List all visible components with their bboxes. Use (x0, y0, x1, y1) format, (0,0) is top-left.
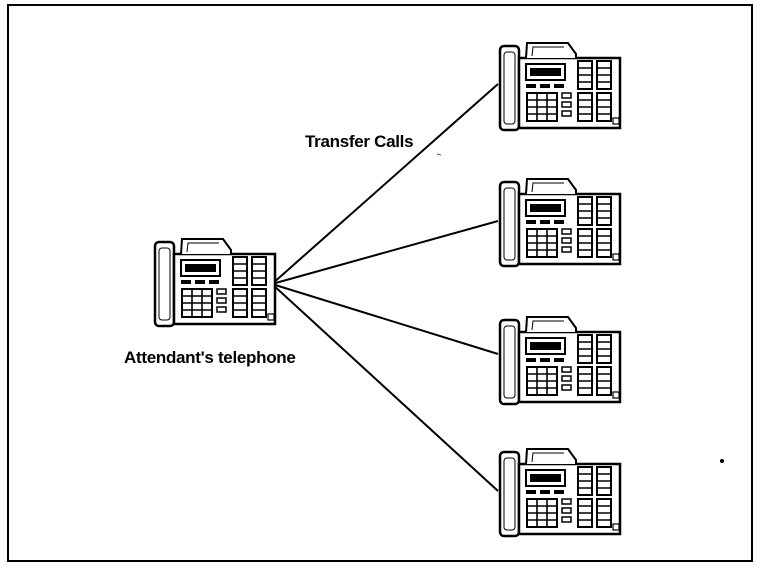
scan-mark (436, 153, 442, 156)
attendant-telephone-icon (153, 237, 277, 328)
attendant-telephone-label: Attendant's telephone (124, 348, 296, 367)
telephone-icon-2 (498, 177, 622, 268)
connection-line-1 (271, 83, 499, 285)
connection-line-2 (271, 220, 499, 285)
telephone-icon-3 (498, 315, 622, 406)
scan-dot (720, 459, 724, 463)
telephone-icon-1 (498, 41, 622, 132)
diagram-frame (7, 4, 753, 562)
connection-line-4 (271, 283, 499, 492)
telephone-icon-4 (498, 447, 622, 538)
transfer-calls-label: Transfer Calls (305, 132, 414, 151)
connection-line-3 (271, 283, 499, 355)
